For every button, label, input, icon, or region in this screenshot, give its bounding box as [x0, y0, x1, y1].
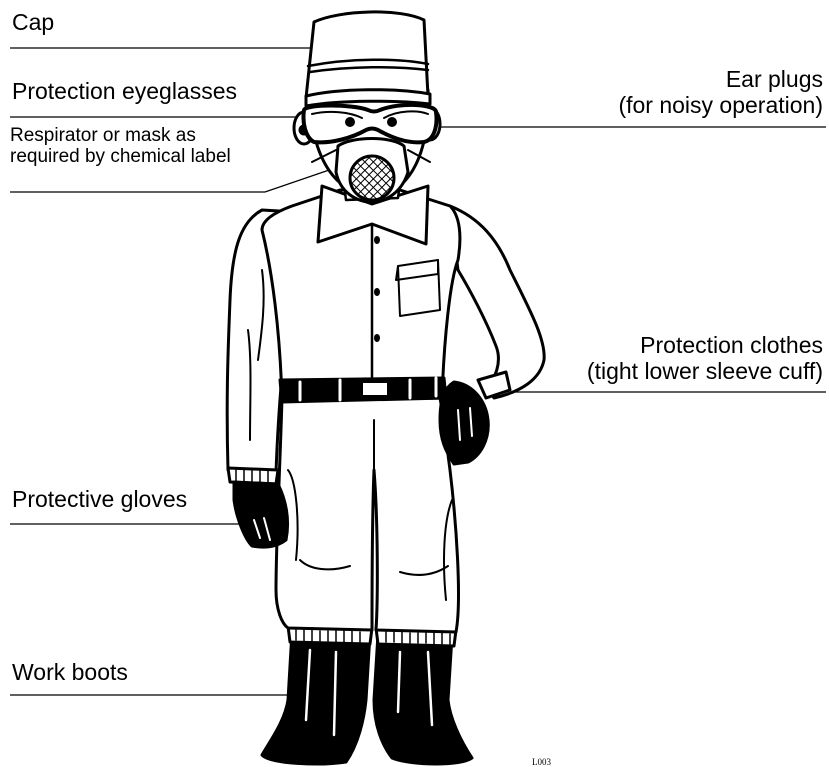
right-glove: [440, 382, 488, 464]
respirator-filter: [350, 156, 394, 200]
leader-respirator: [10, 168, 335, 192]
label-ear-plugs-line-2: (for noisy operation): [618, 93, 823, 119]
label-ear-plugs-line-1: Ear plugs: [618, 67, 823, 93]
label-protection-eyeglasses: Protection eyeglasses: [12, 79, 237, 105]
label-respirator: Respirator or mask as required by chemic…: [10, 125, 231, 168]
left-boot: [262, 632, 370, 764]
label-work-boots: Work boots: [12, 660, 128, 686]
belt-buckle: [362, 382, 388, 396]
label-protective-gloves: Protective gloves: [12, 487, 187, 513]
right-boot: [374, 634, 472, 764]
label-protection-clothes-line-1: Protection clothes: [587, 333, 823, 359]
label-respirator-line-2: required by chemical label: [10, 146, 231, 167]
figure: [227, 12, 544, 764]
trousers: [276, 398, 458, 632]
cap: [306, 12, 428, 98]
right-sleeve: [450, 206, 544, 398]
label-protection-clothes-line-2: (tight lower sleeve cuff): [587, 359, 823, 385]
label-cap: Cap: [12, 10, 54, 36]
label-respirator-line-1: Respirator or mask as: [10, 125, 231, 146]
label-protection-clothes: Protection clothes (tight lower sleeve c…: [587, 333, 823, 385]
shirt-pocket: [398, 260, 440, 316]
label-ear-plugs: Ear plugs (for noisy operation): [618, 67, 823, 119]
